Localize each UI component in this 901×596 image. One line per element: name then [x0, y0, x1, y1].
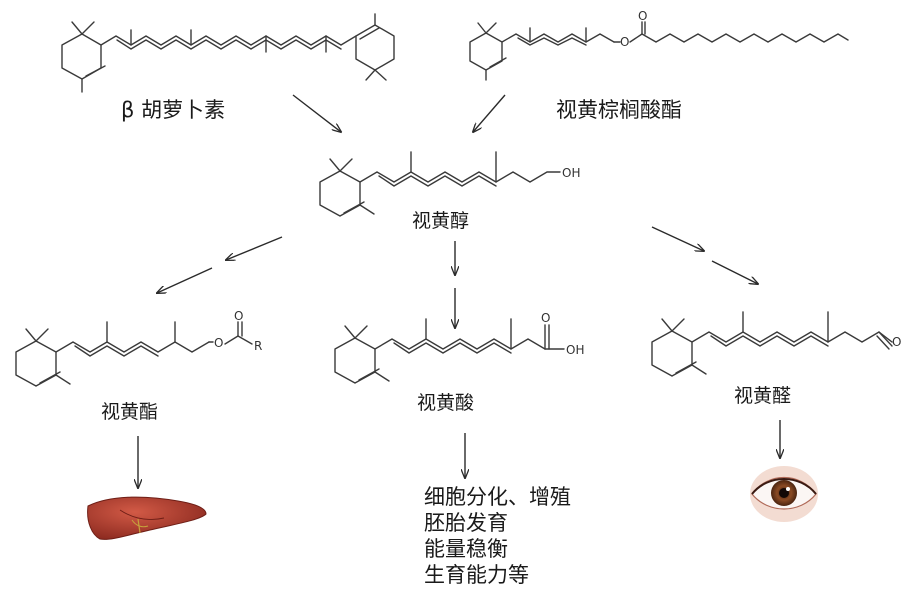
palmitate-carbonyl-oxygen: O — [638, 9, 647, 23]
arrow-retinol-to-retinal-2 — [711, 260, 758, 284]
retinyl-palmitate-structure: O O — [469, 9, 849, 81]
function-item: 细胞分化、增殖 — [424, 485, 571, 509]
aldehyde-oxygen: O — [892, 335, 901, 349]
function-item: 胚胎发育 — [424, 511, 508, 535]
arrow-retinol-to-retinal-1 — [651, 226, 704, 251]
ester-oxygen: O — [214, 336, 223, 350]
function-item: 生育能力等 — [424, 563, 529, 587]
arrow-retinol-to-ester-1 — [226, 236, 283, 260]
function-item: 能量稳衡 — [424, 537, 508, 561]
label-retinyl-palmitate: 视黄棕榈酸酯 — [556, 98, 682, 122]
label-retinoic-acid: 视黄酸 — [417, 392, 475, 414]
functions-list: 细胞分化、增殖 胚胎发育 能量稳衡 生育能力等 — [424, 484, 571, 588]
palmitate-ester-oxygen: O — [620, 35, 629, 49]
arrow-carotene-to-retinol — [292, 94, 341, 132]
retinyl-ester-structure: O O R — [15, 309, 262, 387]
label-retinal: 视黄醛 — [734, 385, 792, 407]
beta-carotene-structure — [61, 13, 395, 93]
label-beta-carotene: β 胡萝卜素 — [121, 98, 226, 122]
ester-carbonyl-oxygen: O — [234, 309, 243, 323]
eye-icon — [750, 466, 818, 522]
arrow-palmitate-to-retinol — [473, 94, 506, 132]
label-retinyl-ester: 视黄酯 — [101, 401, 159, 423]
r-group: R — [254, 339, 262, 353]
arrow-retinol-to-ester-2 — [157, 267, 213, 293]
liver-icon — [87, 496, 207, 540]
label-retinol: 视黄醇 — [412, 210, 470, 232]
acid-carbonyl-oxygen: O — [541, 311, 550, 325]
retinol-structure: OH — [319, 151, 580, 217]
retinal-structure: O — [651, 311, 901, 377]
retinol-hydroxyl: OH — [562, 166, 580, 180]
acid-hydroxyl: OH — [566, 343, 584, 357]
retinoic-acid-structure: O OH — [334, 311, 584, 384]
